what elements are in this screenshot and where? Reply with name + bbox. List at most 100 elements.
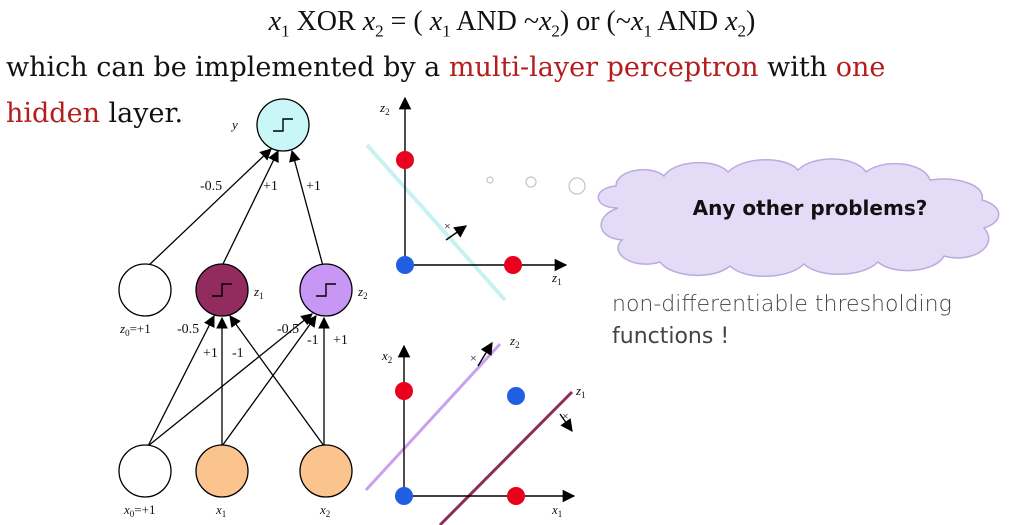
label-sub: 0	[130, 509, 135, 519]
weight-x1-z2: -1	[307, 333, 319, 348]
normal-arrow	[559, 413, 573, 433]
weight-x0-z2: -0.5	[277, 322, 299, 337]
formula-op: AND ~	[450, 6, 539, 37]
label-sub: 0	[125, 328, 130, 338]
decision-line-violet	[364, 342, 502, 492]
edge-z1-y	[221, 149, 279, 267]
xor-formula: x1 XOR x2 = ( x1 AND ~x2) or (~x1 AND x2…	[0, 6, 1024, 42]
point-red	[504, 256, 522, 274]
label-var: z	[551, 270, 557, 285]
note-line-1: non-differentiable thresholding	[612, 292, 952, 317]
edge-x1-z2	[221, 315, 317, 447]
text-fragment: which can be implemented by a	[6, 52, 449, 83]
point-red	[395, 382, 413, 400]
hidden-bias-label: z0=+1	[119, 321, 151, 338]
weight-z1-y: +1	[263, 179, 278, 194]
point-red	[507, 487, 525, 505]
z2-label: z2	[357, 284, 368, 301]
point-red	[396, 151, 414, 169]
label-var: z	[509, 333, 515, 348]
label-value: =+1	[130, 321, 151, 336]
note-fragment: non-differentiable	[612, 292, 808, 317]
formula-sub: 1	[643, 21, 652, 41]
formula-var: x	[429, 6, 443, 37]
decision-line-cyan	[365, 143, 507, 302]
formula-op: XOR	[289, 6, 363, 37]
normal-cross-icon: ×	[470, 351, 477, 365]
thought-bubble-large	[568, 177, 586, 195]
weight-x1-z1: +1	[203, 346, 218, 361]
edge-z2-y	[289, 149, 324, 267]
label-sub: 2	[515, 340, 520, 350]
formula-sub: 2	[737, 21, 747, 41]
formula-var: x	[725, 6, 738, 37]
edge-x0-z2	[147, 313, 313, 447]
label-var: z	[119, 321, 125, 336]
x2-label: x2	[319, 502, 330, 519]
decision-line-maroon	[438, 390, 574, 525]
formula-var: x	[538, 6, 552, 37]
cloud-question: Any other problems?	[692, 196, 928, 220]
description-line-2: hidden layer.	[6, 98, 183, 129]
x-space-plot: × × x2 x1 z2 z1	[364, 333, 586, 525]
output-label: y	[230, 117, 238, 132]
weight-z2-y: +1	[306, 179, 321, 194]
weight-x2-z1: -1	[232, 346, 244, 361]
formula-sub: 1	[281, 21, 290, 41]
label-var: x	[215, 502, 222, 517]
text-fragment: with	[758, 52, 836, 83]
step-function-icon	[316, 283, 336, 297]
formula-sub: 1	[442, 21, 451, 41]
line-z2-label: z2	[509, 333, 520, 350]
label-var: z	[379, 100, 385, 115]
formula-op: ) or (~	[559, 6, 632, 37]
label-var: z	[575, 383, 581, 398]
formula-sub: 2	[551, 21, 560, 41]
network-edges	[147, 148, 330, 447]
highlight-mlp: multi-layer perceptron	[448, 52, 759, 83]
x1-axis-label: x1	[551, 502, 562, 519]
label-var: x	[381, 348, 388, 363]
highlight-hidden: hidden	[6, 98, 100, 129]
z1-axis-label: z1	[551, 270, 562, 287]
label-sub: 2	[363, 291, 368, 301]
label-sub: 2	[385, 107, 390, 117]
weight-x2-z2: +1	[333, 333, 348, 348]
label-sub: 1	[222, 509, 227, 519]
label-var: z	[357, 284, 363, 299]
label-var: x	[551, 502, 558, 517]
hidden-bias-node	[118, 263, 172, 317]
point-blue	[395, 487, 413, 505]
formula-op: AND	[651, 6, 726, 37]
x2-axis-label: x2	[381, 348, 392, 365]
formula-var: x	[631, 6, 644, 37]
formula-op: = (	[383, 6, 430, 37]
description-line-1: which can be implemented by a multi-laye…	[6, 52, 885, 83]
x1-label: x1	[215, 502, 226, 519]
text-fragment: layer.	[99, 98, 184, 129]
step-function-icon	[212, 283, 232, 297]
note-line-2: functions !	[612, 324, 730, 349]
formula-sub: 2	[375, 21, 384, 41]
weight-z0-y: -0.5	[200, 179, 222, 194]
normal-cross-icon: ×	[444, 219, 451, 233]
highlight-one: one	[835, 52, 886, 83]
z2-axis-label: z2	[379, 100, 390, 117]
thought-bubble-medium	[525, 176, 537, 188]
note-fragment: thresholding	[807, 292, 952, 317]
normal-cross-icon: ×	[562, 409, 569, 423]
label-sub: 1	[558, 509, 563, 519]
label-sub: 2	[388, 355, 393, 365]
label-sub: 1	[557, 277, 562, 287]
step-function-icon	[273, 118, 293, 132]
normal-arrow	[445, 225, 468, 241]
thought-cloud	[486, 158, 1000, 277]
normal-arrow	[477, 341, 493, 367]
z-space-plot: × z2 z1	[365, 96, 568, 302]
formula-var: x	[362, 6, 376, 37]
edge-z0-y	[147, 148, 272, 267]
cloud-shape	[597, 158, 1000, 277]
input-node-x2	[299, 444, 353, 498]
thought-bubble-small	[486, 176, 494, 184]
